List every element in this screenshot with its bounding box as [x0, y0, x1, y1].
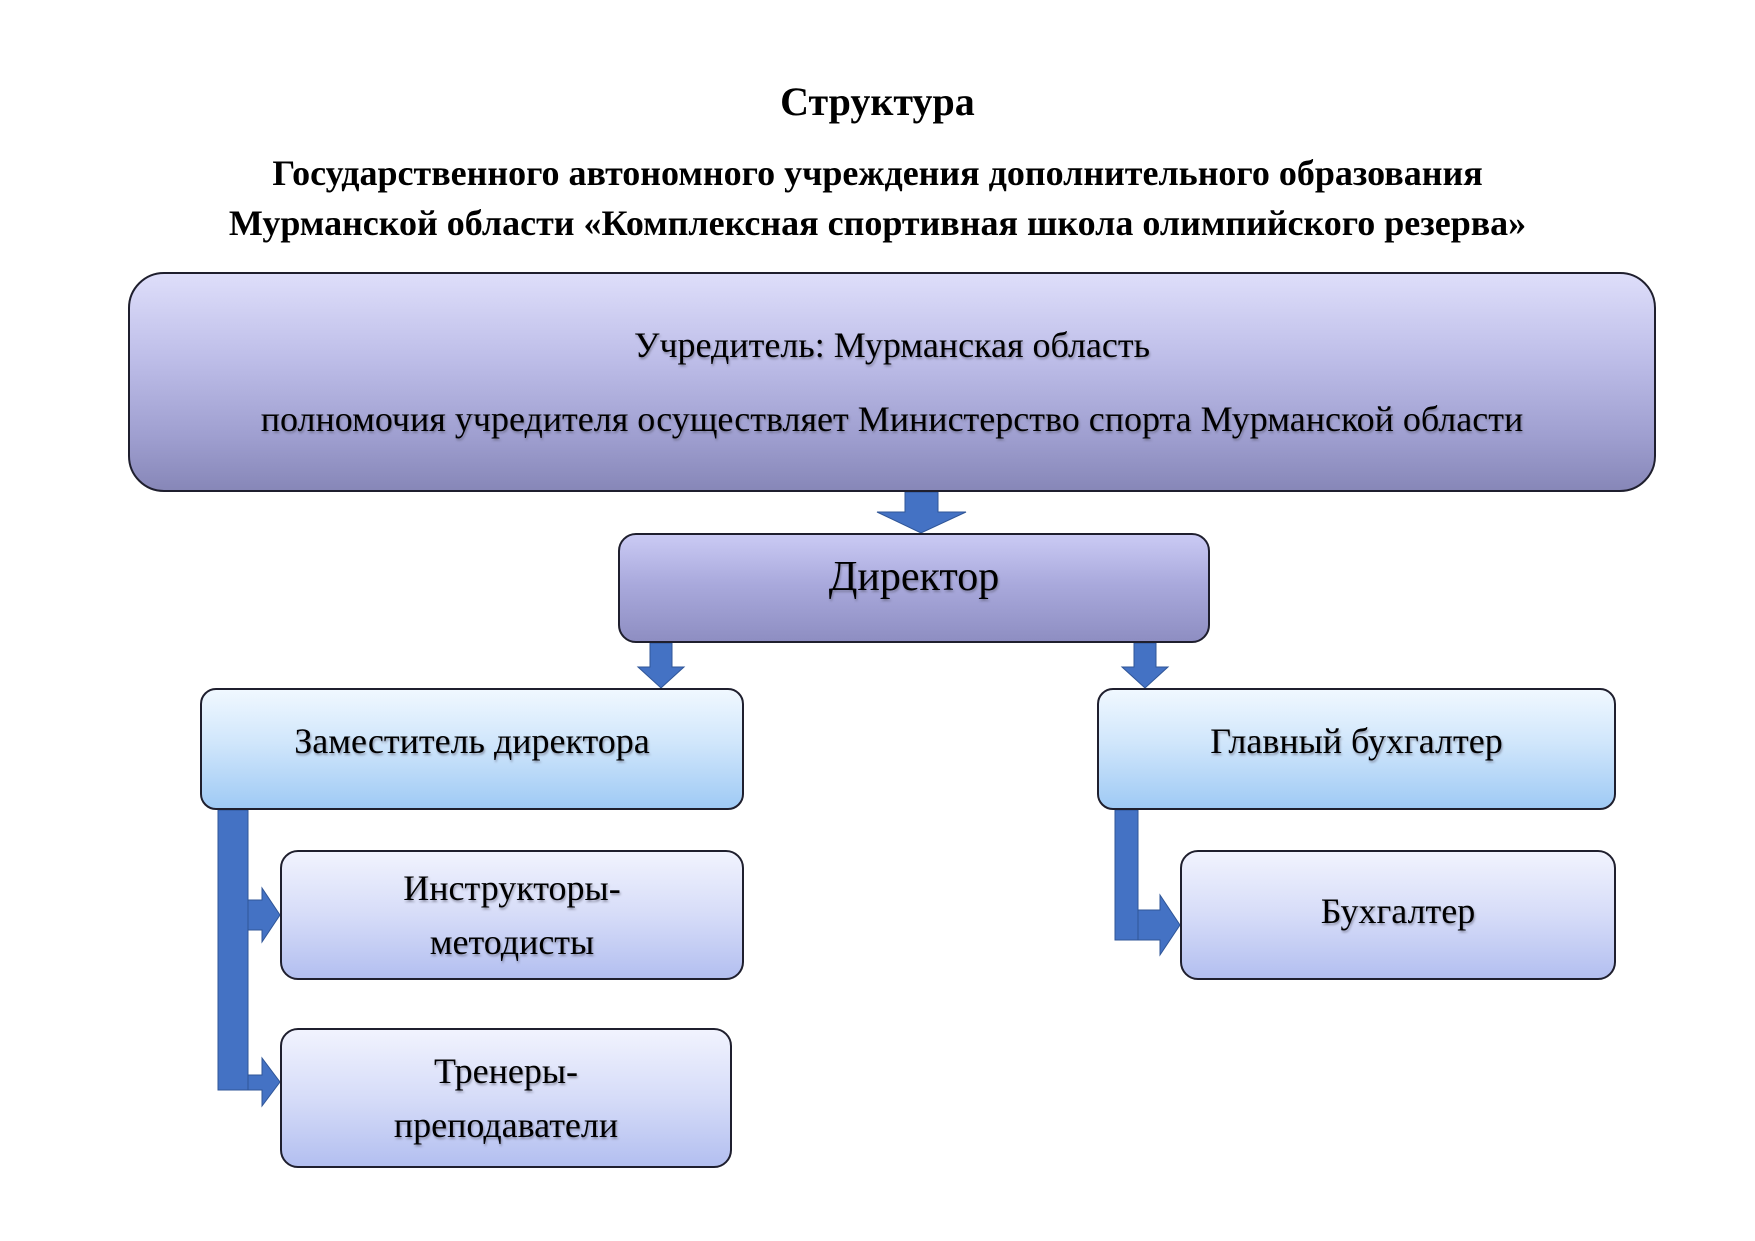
arrow-director-to-chief-accountant	[1120, 642, 1170, 689]
chief-accountant-label: Главный бухгалтер	[1210, 721, 1503, 761]
founder-title: Учредитель: Мурманская область	[633, 325, 1151, 365]
node-director: Директор	[618, 533, 1210, 643]
arrow-chief-to-accountant	[1137, 893, 1181, 957]
node-accountant: Бухгалтер	[1180, 850, 1616, 980]
bracket-deputy	[217, 809, 249, 1091]
node-deputy-director: Заместитель директора	[200, 688, 744, 810]
director-label: Директор	[828, 554, 1000, 600]
arrow-founder-to-director	[876, 491, 967, 534]
node-coaches: Тренеры- преподаватели	[280, 1028, 732, 1168]
node-instructors: Инструкторы- методисты	[280, 850, 744, 980]
node-chief-accountant: Главный бухгалтер	[1097, 688, 1616, 810]
arrow-deputy-to-coaches	[247, 1056, 281, 1108]
founder-authority: полномочия учредителя осуществляет Минис…	[260, 399, 1524, 439]
arrow-director-to-deputy	[636, 642, 686, 689]
page-subtitle: Государственного автономного учреждения …	[0, 148, 1755, 248]
subtitle-line-2: Мурманской области «Комплексная спортивн…	[228, 203, 1527, 243]
deputy-director-label: Заместитель директора	[294, 721, 650, 761]
bracket-chief-accountant	[1114, 809, 1139, 941]
node-founder: Учредитель: Мурманская область полномочи…	[128, 272, 1656, 492]
instructors-line-1: Инструкторы-	[403, 868, 621, 908]
instructors-line-2: методисты	[429, 922, 595, 962]
coaches-line-1: Тренеры-	[433, 1051, 579, 1091]
accountant-label: Бухгалтер	[1320, 891, 1476, 931]
arrow-deputy-to-instructors	[247, 886, 281, 944]
page-title: Структура	[780, 79, 975, 124]
subtitle-line-1: Государственного автономного учреждения …	[272, 153, 1483, 193]
coaches-line-2: преподаватели	[393, 1105, 619, 1145]
